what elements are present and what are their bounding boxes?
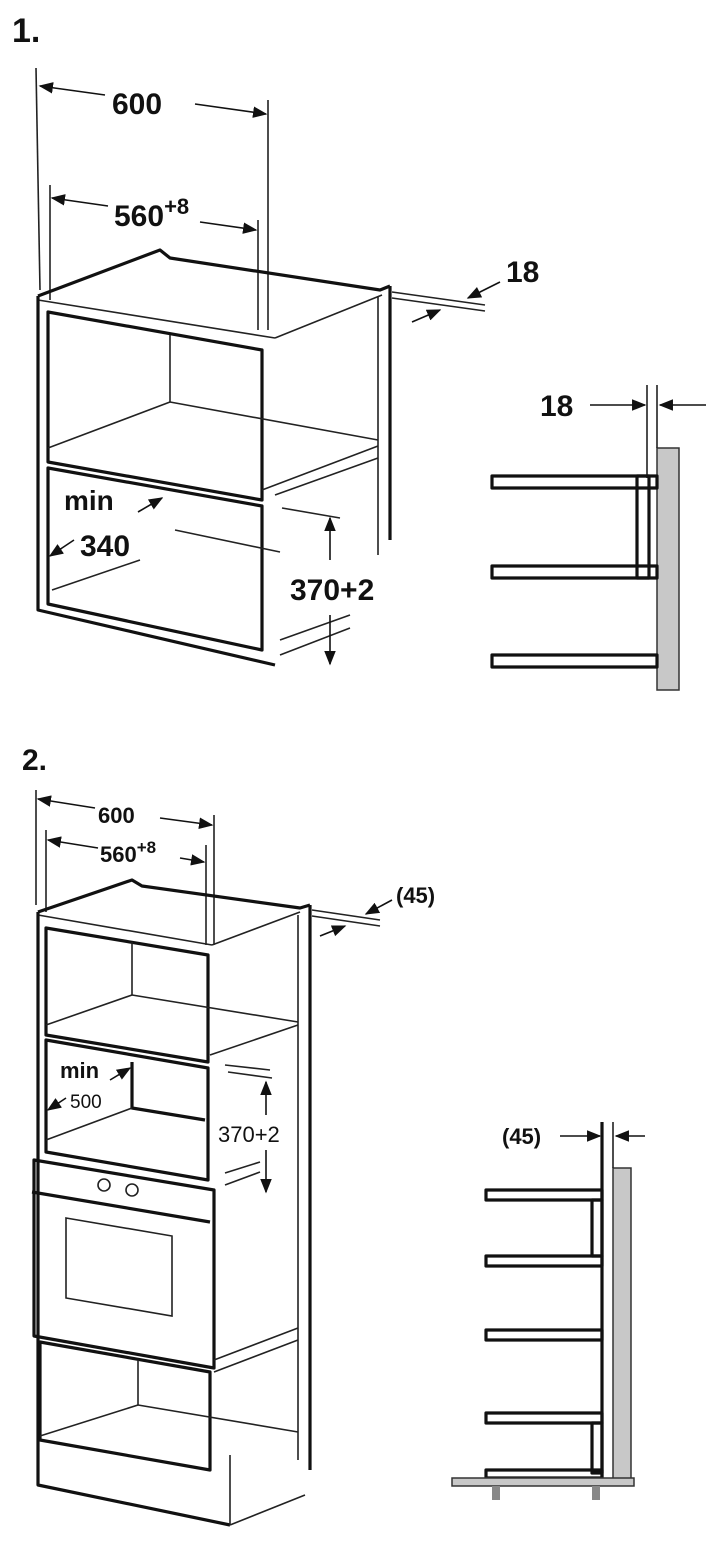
shelf-board xyxy=(484,1188,604,1202)
dim-arrow-600 xyxy=(38,82,106,96)
dim-arrow-600 xyxy=(194,103,268,118)
side-board xyxy=(590,1421,604,1475)
inner-line xyxy=(224,1064,271,1071)
dim-arrow-560 xyxy=(46,836,99,849)
cabinet-frame xyxy=(36,296,276,667)
side-45-label: (45) xyxy=(502,1124,541,1149)
cabinet-top xyxy=(37,878,311,914)
dim-arrow-min xyxy=(137,497,164,513)
lower-opening xyxy=(46,466,264,652)
side-board xyxy=(635,474,651,580)
dim-line-340 xyxy=(174,529,281,553)
figure-2-number: 2. xyxy=(22,744,47,777)
dim-arrow-18 xyxy=(411,309,442,323)
dim-18-label: 18 xyxy=(506,256,539,289)
inner-line xyxy=(224,1171,261,1186)
dim-370-label-2: 370+2 xyxy=(218,1122,280,1147)
dim-arrow-500 xyxy=(46,1097,67,1111)
dim-arrow-560 xyxy=(179,854,206,866)
figure-1-number: 1. xyxy=(12,12,40,50)
dim-560-label-2: 560+8 xyxy=(100,838,156,867)
shelf-board xyxy=(484,1254,604,1268)
dim-arrow-340 xyxy=(48,539,75,557)
inner-line xyxy=(224,1161,261,1174)
dim-340-label: 340 xyxy=(80,530,130,563)
cabinet-frame xyxy=(36,912,231,1527)
inner-line xyxy=(279,627,351,656)
cabinet-top xyxy=(37,248,391,298)
ext-line xyxy=(391,297,486,312)
upper-opening xyxy=(46,310,264,502)
oven-knob xyxy=(125,1183,139,1197)
shelf-board xyxy=(490,564,659,580)
inner-line xyxy=(209,1024,299,1056)
inner-line xyxy=(131,994,299,1023)
inner-line xyxy=(137,1404,299,1433)
cabinet-side xyxy=(229,1494,306,1526)
plinth xyxy=(492,1486,500,1500)
inner-line xyxy=(39,1404,139,1437)
plinth xyxy=(592,1486,600,1500)
microwave-opening xyxy=(44,1038,210,1182)
dim-600-label-2: 600 xyxy=(98,803,135,828)
dim-arrow-560 xyxy=(199,221,258,234)
dim-500-label: 500 xyxy=(70,1092,102,1113)
inner-line xyxy=(261,445,379,491)
dim-45-label: (45) xyxy=(396,883,435,908)
ext-line xyxy=(311,909,381,921)
ext-line xyxy=(35,67,41,291)
cabinet-top-edge xyxy=(211,911,301,946)
inner-line xyxy=(51,559,141,591)
oven-handle xyxy=(31,1190,211,1224)
inner-line xyxy=(213,1339,299,1373)
wall-panel xyxy=(656,447,680,691)
ext-line xyxy=(391,291,486,306)
shelf-board xyxy=(484,1468,604,1480)
inner-line xyxy=(213,1327,299,1361)
dim-560-label: 560+8 xyxy=(114,194,189,233)
dim-600-label: 600 xyxy=(112,88,162,121)
cabinet-top-edge xyxy=(37,299,276,339)
inner-line xyxy=(45,994,133,1026)
dim-min-label: min xyxy=(64,485,114,516)
ext-line xyxy=(227,1071,273,1079)
floor xyxy=(451,1477,635,1487)
dim-arrow-600 xyxy=(159,817,214,829)
dim-arrow-45 xyxy=(319,925,347,937)
shelf-board xyxy=(490,653,659,669)
inner-line xyxy=(274,457,379,496)
shelf-board xyxy=(490,474,659,490)
oven-front xyxy=(32,1158,216,1370)
side-board xyxy=(590,1198,604,1258)
inner-line xyxy=(47,401,171,449)
dim-arrow-600 xyxy=(36,795,96,809)
dim-min-label-2: min xyxy=(60,1058,99,1083)
shelf-board xyxy=(484,1411,604,1425)
inner-line xyxy=(169,401,379,441)
oven-knob xyxy=(97,1178,111,1192)
dim-arrow-min-2 xyxy=(109,1067,132,1081)
ext-line xyxy=(281,507,341,519)
ext-line xyxy=(311,915,381,927)
cabinet-top-edge xyxy=(274,294,383,339)
dim-arrow-18 xyxy=(466,281,501,299)
bottom-opening xyxy=(38,1340,212,1472)
oven-window xyxy=(65,1217,173,1317)
dim-arrow-45 xyxy=(364,899,393,915)
inner-line xyxy=(279,614,351,641)
dim-370-label: 370+2 xyxy=(290,574,374,607)
cabinet-top-edge xyxy=(37,914,213,946)
wall-panel xyxy=(612,1167,632,1481)
microwave-niche xyxy=(130,1062,206,1122)
side-18-label: 18 xyxy=(540,390,573,423)
top-opening xyxy=(44,926,210,1064)
shelf-board xyxy=(484,1328,604,1342)
dim-arrow-560 xyxy=(50,194,109,207)
inner-line xyxy=(45,1107,133,1141)
